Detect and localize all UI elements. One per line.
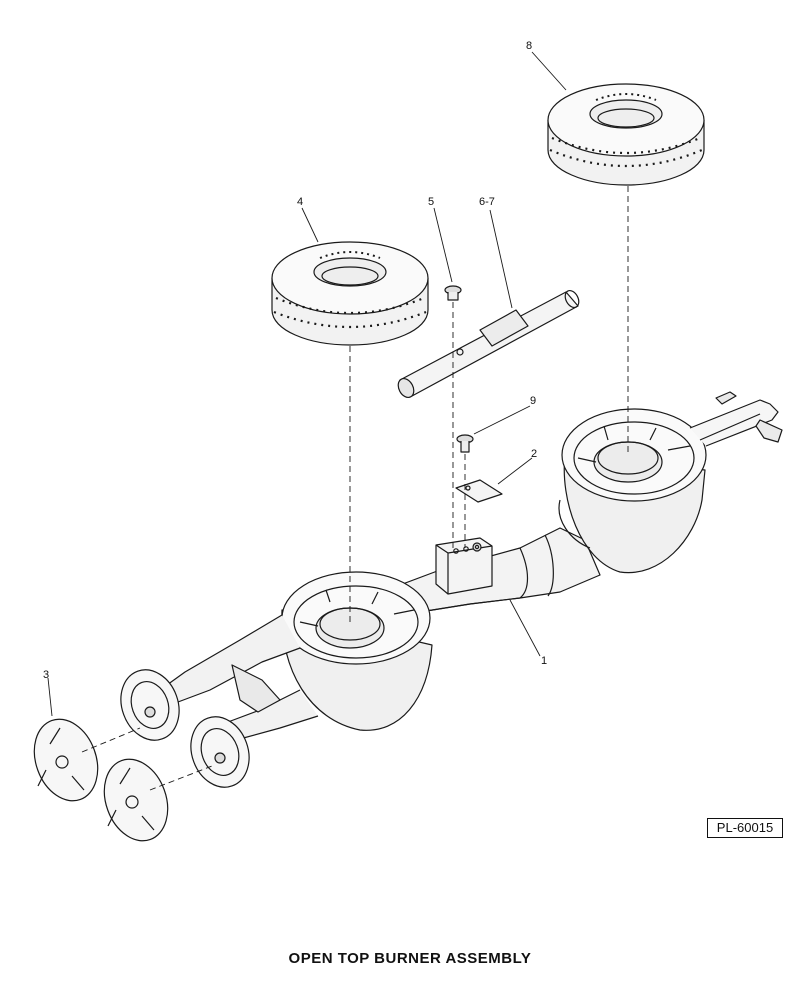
burner-head-4	[271, 241, 429, 346]
drawing-number-box: PL-60015	[707, 818, 783, 838]
drawing-number: PL-60015	[716, 820, 774, 835]
burner-casting	[120, 391, 783, 788]
burner-head-8	[547, 83, 705, 186]
callout-1: 1	[541, 655, 547, 667]
page-title: OPEN TOP BURNER ASSEMBLY	[288, 950, 532, 967]
leader-lines	[47, 51, 567, 717]
callout-8: 8	[526, 40, 532, 52]
callout-labels: 1 2 3 4 5 6-7 8 9	[43, 40, 547, 681]
assembly-centerlines	[81, 186, 629, 791]
callout-4: 4	[297, 196, 303, 208]
callout-3: 3	[43, 669, 49, 681]
callout-2: 2	[531, 448, 537, 460]
screw-9	[456, 434, 474, 453]
pilot-tube	[397, 289, 580, 399]
pilot-bracket	[455, 479, 503, 503]
screw-5	[444, 285, 462, 301]
callout-6-7: 6-7	[479, 196, 495, 208]
callout-5: 5	[428, 196, 434, 208]
callout-9: 9	[530, 395, 536, 407]
air-shutter-discs	[33, 718, 169, 842]
